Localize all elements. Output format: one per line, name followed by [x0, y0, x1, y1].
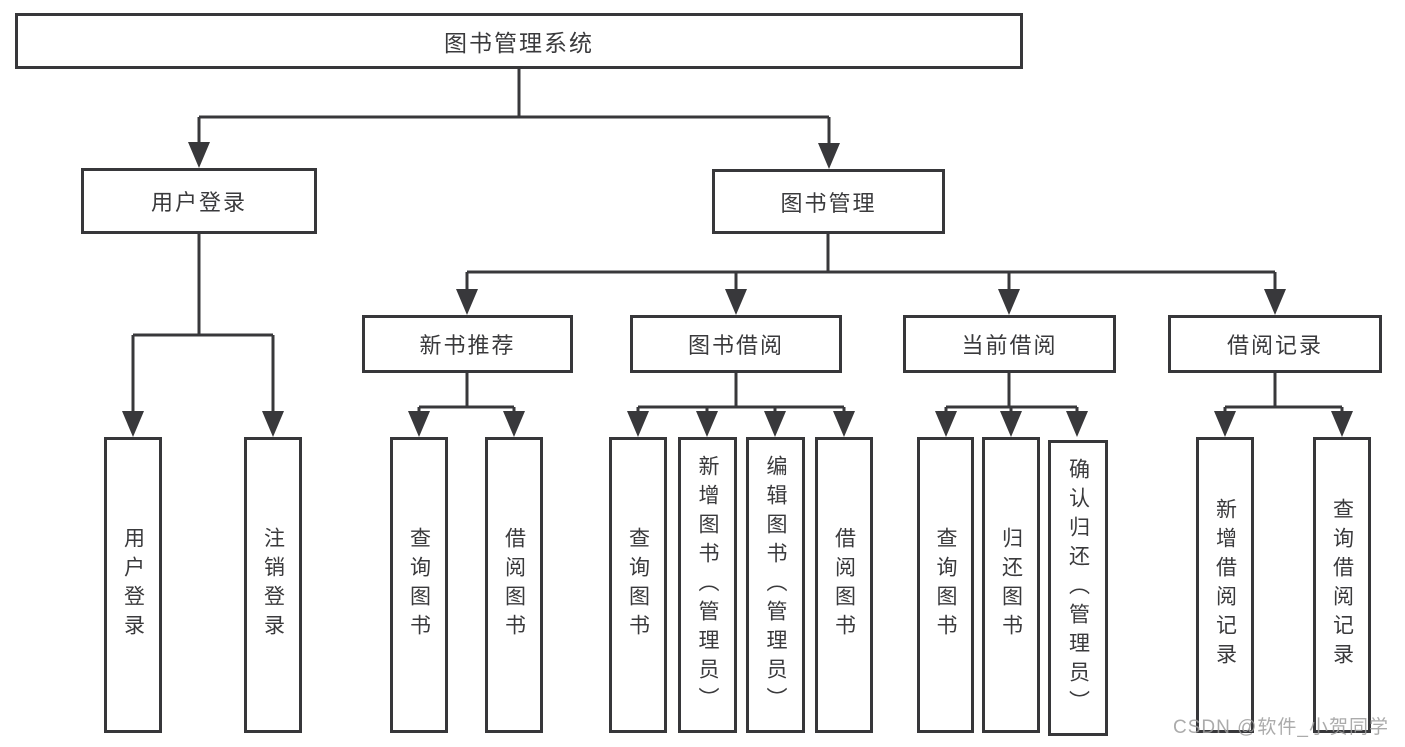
- leaf-borrow-books: 借阅图书: [815, 437, 873, 733]
- node-book-management: 图书管理: [712, 169, 945, 234]
- leaf-logout: 注销登录: [244, 437, 302, 733]
- node-label: 图书管理系统: [444, 30, 594, 56]
- leaf-query-books-borrow: 查询图书: [609, 437, 667, 733]
- node-label: 新书推荐: [419, 333, 516, 358]
- leaf-label: 确认归还（管理员）: [1066, 457, 1090, 719]
- leaf-add-borrow-record: 新增借阅记录: [1196, 437, 1254, 733]
- leaf-label: 新增图书（管理员）: [696, 454, 719, 716]
- leaf-confirm-return-admin: 确认归还（管理员）: [1048, 440, 1108, 736]
- leaf-borrow-books-recommend: 借阅图书: [485, 437, 543, 733]
- node-label: 图书借阅: [687, 333, 784, 358]
- leaf-label: 注销登录: [261, 527, 285, 643]
- node-borrowing-records: 借阅记录: [1168, 315, 1382, 373]
- leaf-return-book: 归还图书: [982, 437, 1040, 733]
- leaf-label: 编辑图书（管理员）: [764, 454, 787, 716]
- node-label: 借阅记录: [1226, 333, 1323, 358]
- leaf-label: 借阅图书: [832, 527, 856, 643]
- leaf-label: 查询图书: [407, 527, 431, 643]
- leaf-label: 查询图书: [626, 527, 650, 643]
- node-user-login: 用户登录: [81, 168, 317, 234]
- leaf-label: 用户登录: [121, 527, 145, 643]
- leaf-label: 查询借阅记录: [1330, 498, 1354, 672]
- leaf-edit-book-admin: 编辑图书（管理员）: [746, 437, 805, 733]
- leaf-query-books-recommend: 查询图书: [390, 437, 448, 733]
- leaf-label: 查询图书: [934, 527, 957, 643]
- leaf-query-books-current: 查询图书: [917, 437, 974, 733]
- watermark: CSDN @软件_小贺同学: [1173, 717, 1389, 738]
- node-label: 当前借阅: [961, 333, 1058, 358]
- node-current-borrowing: 当前借阅: [903, 315, 1116, 373]
- leaf-label: 新增借阅记录: [1213, 498, 1237, 672]
- leaf-query-borrow-record: 查询借阅记录: [1313, 437, 1371, 733]
- node-new-book-recommend: 新书推荐: [362, 315, 573, 373]
- node-root-system: 图书管理系统: [15, 13, 1023, 69]
- leaf-user-login: 用户登录: [104, 437, 162, 733]
- leaf-add-book-admin: 新增图书（管理员）: [678, 437, 737, 733]
- node-label: 用户登录: [150, 190, 247, 215]
- leaf-label: 借阅图书: [502, 527, 526, 643]
- node-label: 图书管理: [780, 190, 877, 216]
- leaf-label: 归还图书: [999, 527, 1023, 643]
- node-book-borrowing: 图书借阅: [630, 315, 842, 373]
- arrowheads: [122, 142, 1353, 437]
